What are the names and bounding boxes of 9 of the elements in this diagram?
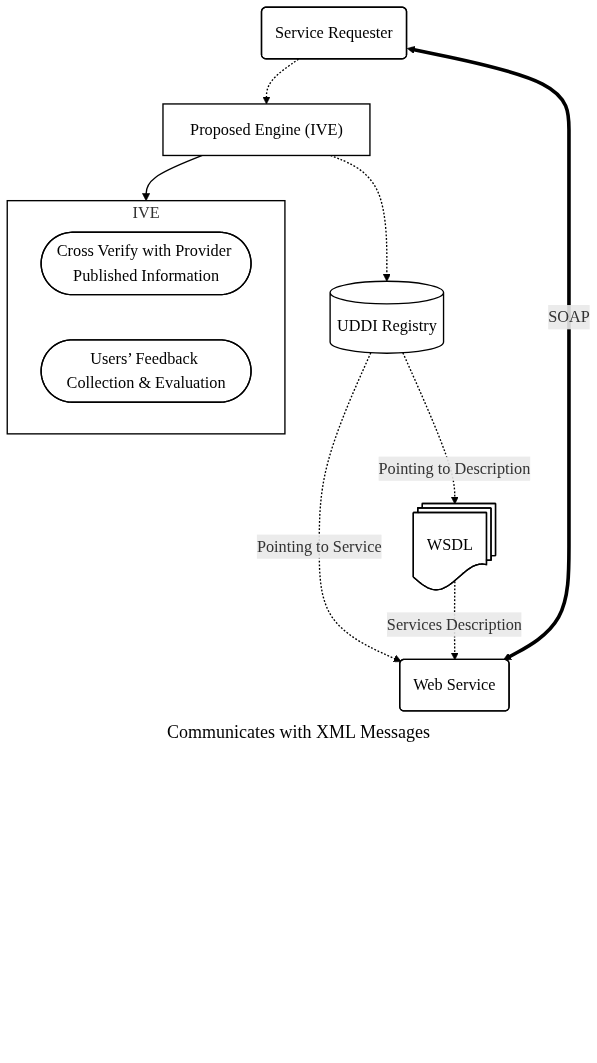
edge-label: Services Description (386, 615, 522, 634)
arrow (142, 154, 203, 201)
node-box: Proposed Engine (IVE) (162, 103, 371, 157)
arrow (262, 58, 300, 105)
note-text: Communicates with XML Messages (166, 722, 431, 744)
edge-label: SOAP (548, 307, 590, 326)
arrow (318, 352, 402, 663)
edge-label: Pointing to Description (378, 459, 531, 478)
edge-label: Pointing to Service (256, 537, 382, 556)
